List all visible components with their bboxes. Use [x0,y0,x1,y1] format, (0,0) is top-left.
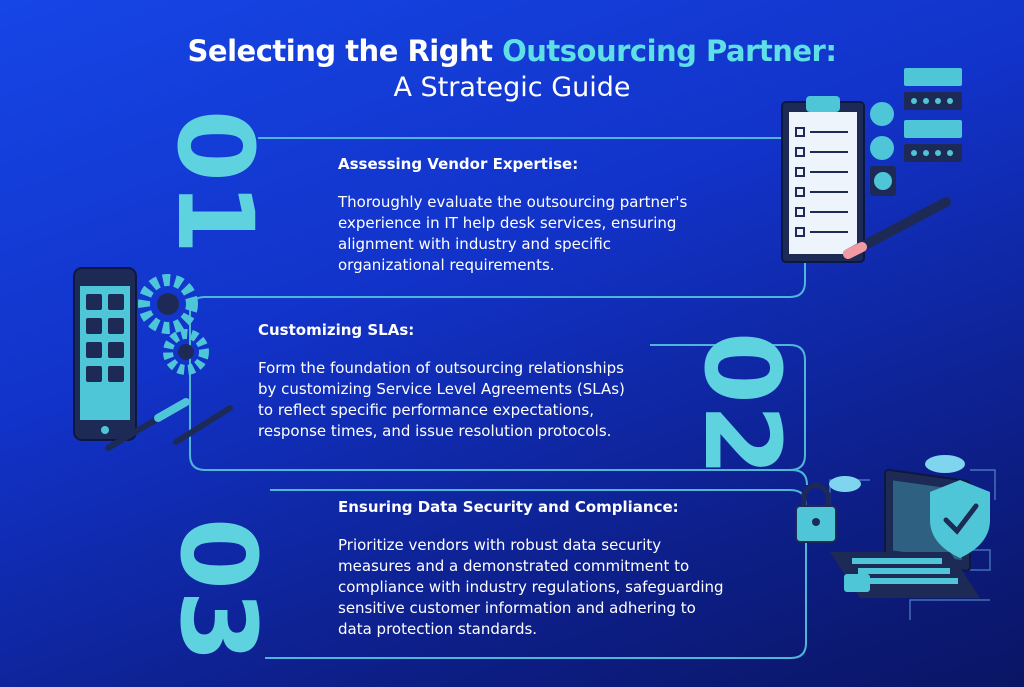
step-1-line: Thoroughly evaluate the outsourcing part… [338,193,688,211]
page-title: Selecting the Right Outsourcing Partner: [0,34,1024,68]
step-3-line: measures and a demonstrated commitment t… [338,557,690,575]
title-part1: Selecting the Right [187,34,503,68]
smartphone-gears-icon [73,267,233,451]
laptop-security-icon [795,455,996,620]
step-2-description: Form the foundation of outsourcing relat… [258,358,625,442]
step-2-line: by customizing Service Level Agreements … [258,380,625,398]
step-2-line: response times, and issue resolution pro… [258,422,612,440]
step-number-03: 03 [157,517,279,663]
step-3-line: Prioritize vendors with robust data secu… [338,536,662,554]
step-3-line: data protection standards. [338,620,538,638]
title-accent: Outsourcing Partner: [502,34,837,68]
step-3-line: sensitive customer information and adher… [338,599,696,617]
step-1-line: organizational requirements. [338,256,555,274]
step-3-card: Ensuring Data Security and Compliance: P… [338,497,724,640]
step-number-01: 01 [154,109,276,255]
step-number-02: 02 [681,331,803,477]
step-2-line: Form the foundation of outsourcing relat… [258,359,624,377]
step-1-card: Assessing Vendor Expertise: Thoroughly e… [338,154,687,276]
step-2-line: to reflect specific performance expectat… [258,401,594,419]
step-1-line: alignment with industry and specific [338,235,612,253]
page-subtitle: A Strategic Guide [393,72,631,103]
step-1-line: experience in IT help desk services, ens… [338,214,677,232]
step-1-heading: Assessing Vendor Expertise: [338,155,579,173]
step-3-line: compliance with industry regulations, sa… [338,578,724,596]
step-2-heading: Customizing SLAs: [258,321,415,339]
step-3-heading: Ensuring Data Security and Compliance: [338,498,679,516]
clipboard-checklist-icon [781,68,962,263]
step-2-card: Customizing SLAs: Form the foundation of… [258,320,625,442]
step-1-description: Thoroughly evaluate the outsourcing part… [338,192,687,276]
step-3-description: Prioritize vendors with robust data secu… [338,535,724,640]
